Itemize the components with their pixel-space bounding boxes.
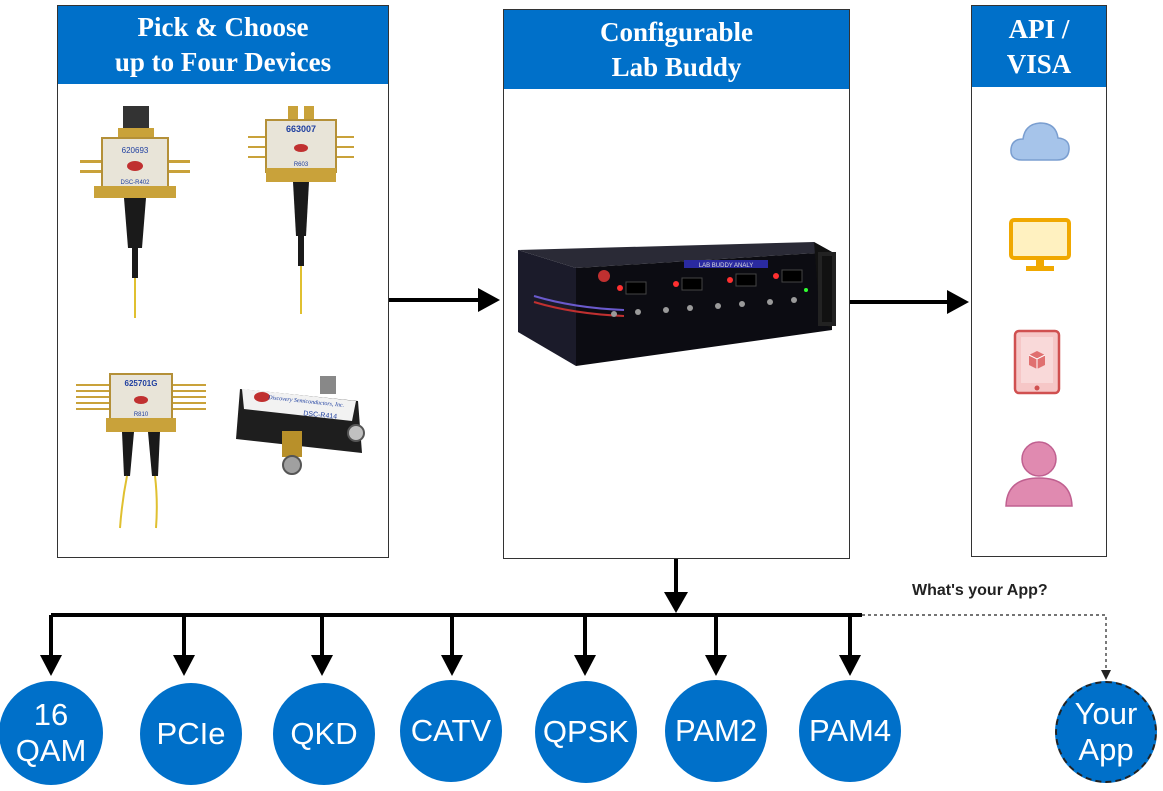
device-3-number: 625701G — [125, 379, 158, 388]
app-qkd: QKD — [273, 683, 375, 785]
app-pam2: PAM2 — [665, 680, 767, 782]
device-4-model: DSC-R414 — [303, 410, 337, 421]
app-pam2-label: PAM2 — [674, 713, 758, 748]
photodetector-device-1: 620693 DSC-R402 — [80, 106, 190, 318]
lab-buddy-title-line2: Lab Buddy — [611, 51, 742, 82]
arrow-head — [1101, 670, 1111, 680]
api-title-line2: VISA — [1006, 48, 1072, 79]
devices-title-line1: Pick & Choose — [137, 12, 309, 42]
device-3-model: R810 — [134, 412, 149, 418]
your-app-dashed-line — [862, 614, 1107, 672]
lab-buddy-title-line1: Configurable — [599, 16, 753, 47]
lab-buddy-panel: Configurable Lab Buddy LAB BUDDY ANALY — [503, 9, 850, 559]
api-panel: API / VISA — [971, 5, 1107, 557]
user-icon — [1005, 441, 1073, 507]
app-16qam-line2: QAM — [15, 733, 87, 768]
your-app-line2: App — [1078, 732, 1134, 767]
devices-title-line2: up to Four Devices — [114, 47, 332, 77]
app-pcie: PCIe — [140, 683, 242, 785]
photodetector-device-4: Discovery Semiconductors, Inc. DSC-R414 — [236, 376, 365, 475]
app-qpsk: QPSK — [535, 681, 637, 783]
whats-your-app-note: What's your App? — [912, 582, 1048, 599]
api-title-line1: API / — [1008, 13, 1070, 44]
app-catv-label: CATV — [410, 713, 492, 748]
device-2-model: R603 — [294, 162, 309, 168]
app-pam4: PAM4 — [799, 680, 901, 782]
devices-panel-header: Pick & Choose up to Four Devices — [58, 6, 388, 84]
api-panel-header: API / VISA — [972, 6, 1106, 87]
app-16qam-line1: 16 — [33, 697, 69, 732]
app-catv: CATV — [400, 680, 502, 782]
photodetector-device-2: 663007 R603 — [248, 106, 354, 314]
lab-buddy-panel-header: Configurable Lab Buddy — [504, 10, 849, 89]
your-app-line1: Your — [1074, 696, 1138, 731]
monitor-icon — [1009, 218, 1071, 271]
app-qpsk-label: QPSK — [542, 714, 630, 749]
devices-panel: Pick & Choose up to Four Devices 620693 … — [57, 5, 389, 558]
device-2-number: 663007 — [286, 124, 316, 134]
tablet-icon — [1013, 329, 1061, 395]
app-qkd-label: QKD — [290, 716, 358, 751]
arrow-head — [478, 288, 500, 312]
app-your-app: Your App — [1055, 681, 1157, 783]
app-pam4-label: PAM4 — [808, 713, 892, 748]
app-drop-arrows — [40, 615, 861, 676]
app-pcie-label: PCIe — [156, 716, 226, 751]
lab-buddy-instrument: LAB BUDDY ANALY — [518, 242, 836, 366]
app-16qam: 16 QAM — [0, 681, 103, 785]
device-1-model: DSC-R402 — [120, 180, 150, 186]
instrument-nameplate: LAB BUDDY ANALY — [699, 263, 753, 269]
cloud-icon — [1010, 122, 1070, 161]
arrow-head — [664, 592, 688, 613]
arrow-head — [947, 290, 969, 314]
photodetector-device-3: 625701G R810 — [76, 373, 206, 529]
device-1-number: 620693 — [122, 146, 149, 155]
